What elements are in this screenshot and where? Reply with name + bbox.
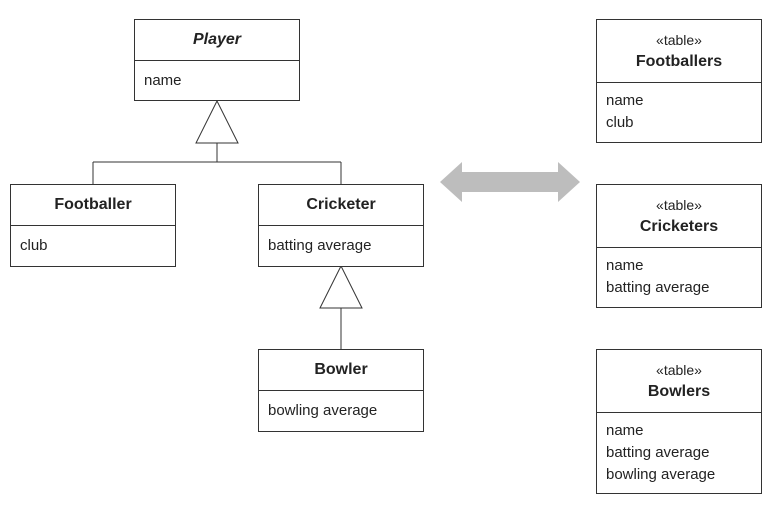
class-cricketer-name: Cricketer bbox=[259, 185, 423, 226]
table-cricketers-header: «table» Cricketers bbox=[597, 185, 761, 248]
table-cricketers: «table» Cricketers name batting average bbox=[596, 184, 762, 308]
class-footballer: Footballer club bbox=[10, 184, 176, 267]
column: club bbox=[606, 114, 634, 131]
table-bowlers-header: «table» Bowlers bbox=[597, 350, 761, 413]
column: name bbox=[606, 422, 644, 439]
class-bowler-name: Bowler bbox=[259, 350, 423, 391]
inheritance-triangle-player bbox=[195, 99, 239, 144]
attribute: bowling average bbox=[268, 402, 378, 419]
class-player-attributes: name bbox=[135, 61, 299, 92]
class-footballer-attributes: club bbox=[11, 226, 175, 257]
class-cricketer: Cricketer batting average bbox=[258, 184, 424, 267]
class-bowler-attributes: bowling average bbox=[259, 391, 423, 422]
table-bowlers: «table» Bowlers name batting average bow… bbox=[596, 349, 762, 494]
class-player-name: Player bbox=[135, 20, 299, 61]
stereotype-label: «table» bbox=[656, 362, 702, 378]
table-name: Footballers bbox=[635, 53, 723, 70]
stereotype-label: «table» bbox=[656, 32, 702, 48]
table-footballers-header: «table» Footballers bbox=[597, 20, 761, 83]
table-footballers: «table» Footballers name club bbox=[596, 19, 762, 143]
class-player: Player name bbox=[134, 19, 300, 101]
class-footballer-name: Footballer bbox=[11, 185, 175, 226]
table-bowlers-columns: name batting average bowling average bbox=[597, 413, 761, 486]
column: batting average bbox=[606, 444, 710, 461]
table-name: Cricketers bbox=[639, 218, 719, 235]
column: bowling average bbox=[606, 466, 716, 483]
column: name bbox=[606, 92, 644, 109]
column: name bbox=[606, 257, 644, 274]
class-cricketer-attributes: batting average bbox=[259, 226, 423, 257]
attribute: name bbox=[144, 72, 182, 89]
table-cricketers-columns: name batting average bbox=[597, 248, 761, 299]
column: batting average bbox=[606, 279, 710, 296]
stereotype-label: «table» bbox=[656, 197, 702, 213]
mapping-double-arrow bbox=[440, 162, 580, 202]
class-bowler: Bowler bowling average bbox=[258, 349, 424, 432]
attribute: club bbox=[20, 237, 48, 254]
attribute: batting average bbox=[268, 237, 372, 254]
table-footballers-columns: name club bbox=[597, 83, 761, 134]
inheritance-triangle-cricketer bbox=[319, 264, 363, 309]
table-name: Bowlers bbox=[647, 383, 711, 400]
